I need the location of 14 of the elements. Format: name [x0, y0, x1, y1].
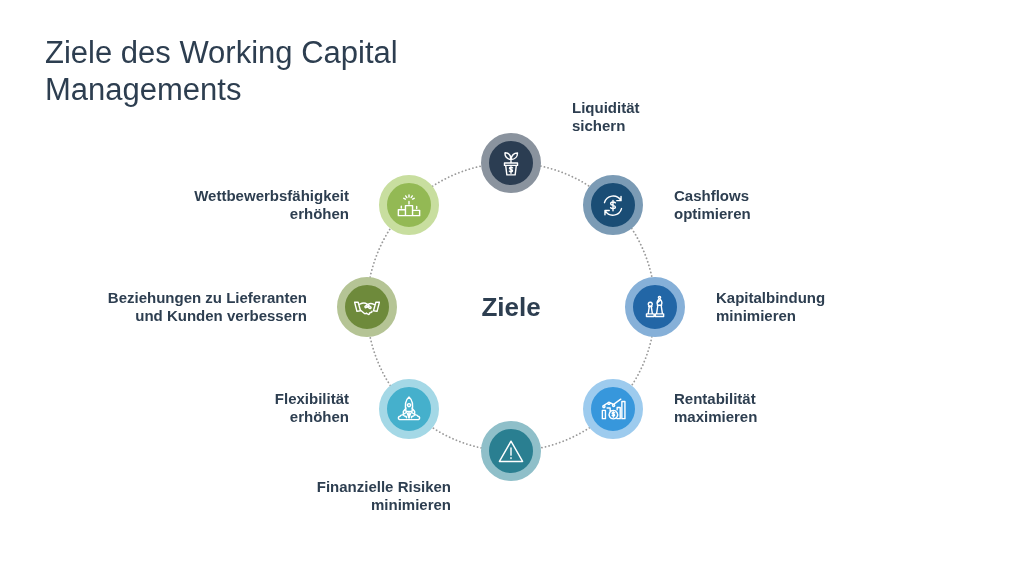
- dotted-connector: [630, 227, 653, 279]
- center-label: Ziele: [481, 292, 541, 322]
- goal-label: Kapitalbindung minimieren: [716, 289, 827, 325]
- dotted-connector: [630, 335, 653, 387]
- goal-label: Liquidität sichern: [572, 99, 641, 135]
- goal-label: Cashflows optimieren: [674, 187, 752, 223]
- goal-label: Flexibilität erhöhen: [273, 390, 349, 426]
- dotted-connector: [431, 165, 483, 188]
- goal-label: Rentabilität maximieren: [674, 390, 759, 426]
- title: Ziele des Working Capital Managements: [45, 34, 399, 108]
- dotted-connector: [369, 227, 392, 279]
- goal-label: Wettbewerbsfähigkeit erhöhen: [193, 187, 349, 223]
- goal-label: Beziehungen zu Lieferanten und Kunden verbessern: [106, 289, 307, 325]
- goal-label: Finanzielle Risiken minimieren: [315, 478, 451, 514]
